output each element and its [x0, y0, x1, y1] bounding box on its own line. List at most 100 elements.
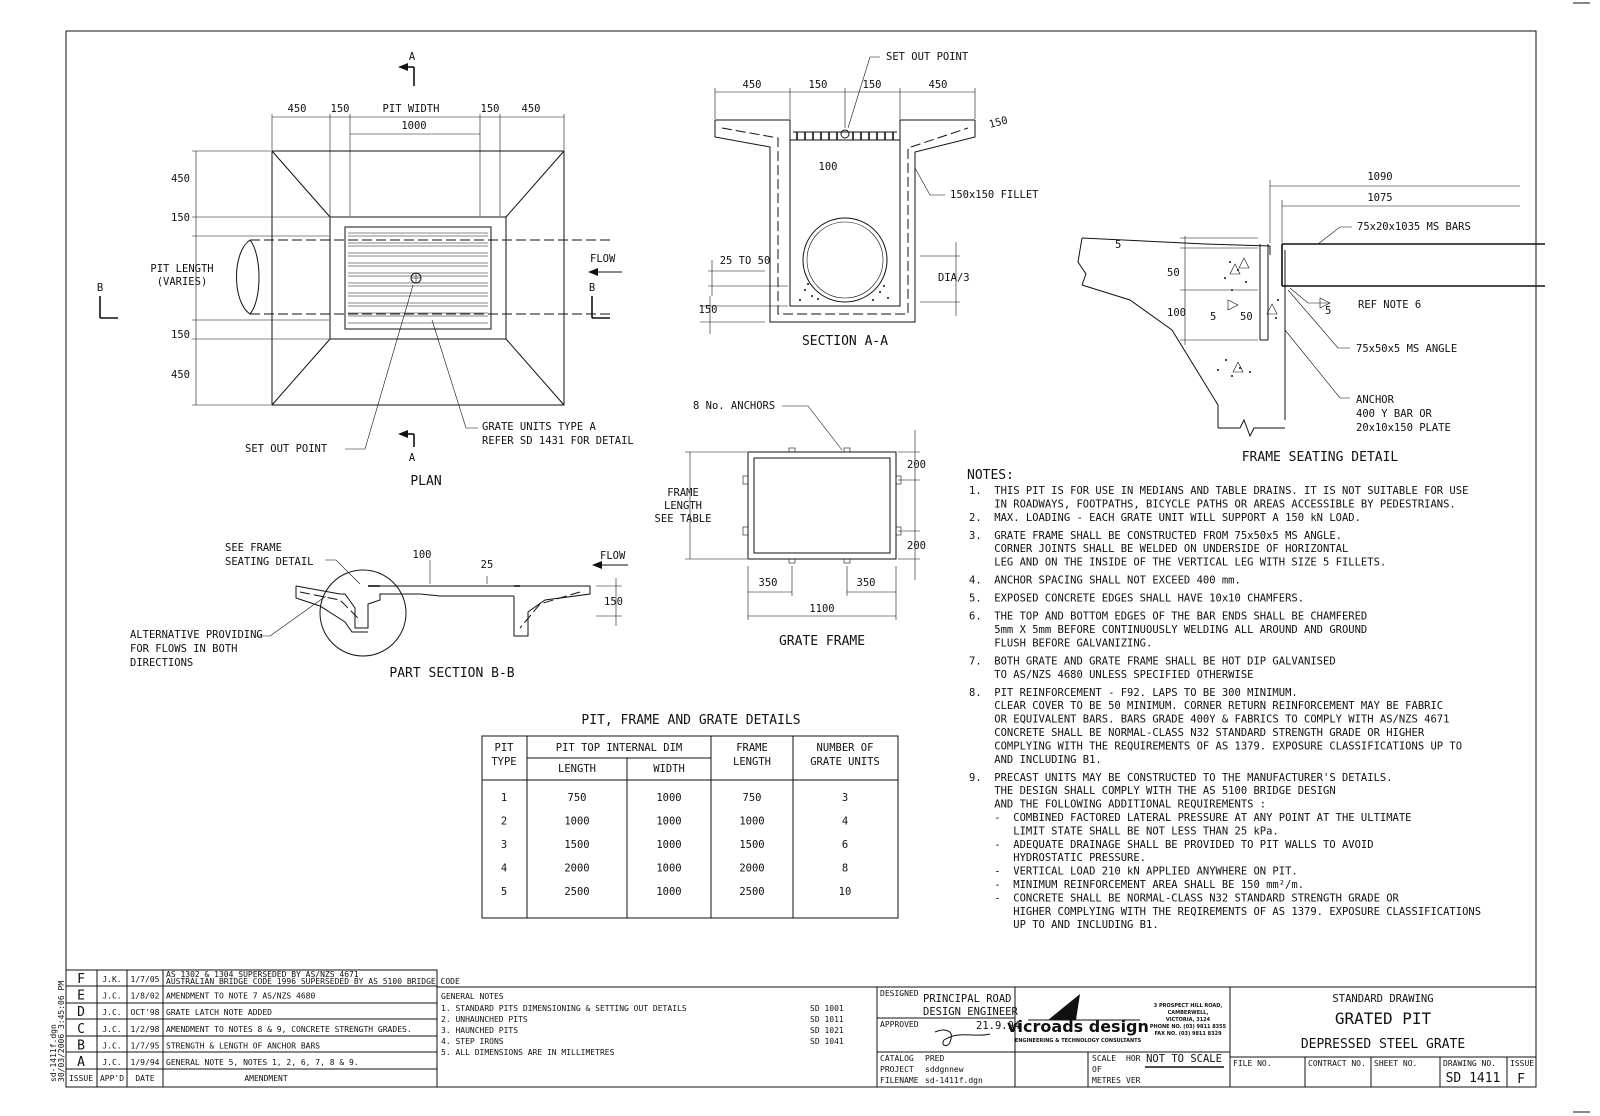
- plan-pit-length: PIT LENGTH: [150, 263, 213, 275]
- table-cell: 1000: [656, 863, 681, 875]
- amend-appd: J.K.: [102, 975, 121, 984]
- table-cell: 2000: [739, 863, 764, 875]
- side-timestamp: 30/03/2006 3:45:06 PM: [57, 981, 66, 1082]
- frame-seating-dim: 5: [1115, 239, 1121, 251]
- notes-heading: NOTES:: [967, 468, 1014, 483]
- tb-not-to-scale: NOT TO SCALE: [1146, 1053, 1222, 1065]
- note-line: TO AS/NZS 4680 UNLESS SPECIFIED OTHERWIS…: [969, 669, 1253, 681]
- amend-header-issue: ISSUE: [69, 1074, 93, 1083]
- amend-appd: J.C.: [102, 1041, 121, 1050]
- table-cell: 2500: [564, 886, 589, 898]
- general-note-ref: SD 1041: [810, 1037, 844, 1046]
- tb-catalog-label: CATALOG: [880, 1054, 914, 1063]
- note-line: UP TO AND INCLUDING B1.: [969, 919, 1159, 931]
- tb-address-line: PHONE NO. (03) 9811 8355: [1150, 1024, 1227, 1030]
- amend-text: STRENGTH & LENGTH OF ANCHOR BARS: [166, 1041, 320, 1050]
- frame-seating-anchor: ANCHOR: [1356, 394, 1395, 406]
- tb-sheet-no: SHEET NO.: [1374, 1059, 1417, 1068]
- amend-appd: J.C.: [102, 1025, 121, 1034]
- table-header-pit: PIT: [495, 742, 515, 754]
- amend-appd: J.C.: [102, 1008, 121, 1017]
- part-section-flow: FLOW: [600, 550, 626, 562]
- plan-outer: [271, 150, 565, 406]
- table-cell: 1500: [739, 839, 764, 851]
- part-section-title: PART SECTION B-B: [389, 666, 514, 681]
- tb-title: GRATED PIT: [1335, 1009, 1432, 1028]
- table-header-dim: PIT TOP INTERNAL DIM: [556, 742, 682, 754]
- note-line: - VERTICAL LOAD 210 kN APPLIED ANYWHERE …: [969, 866, 1298, 878]
- part-section-dim-150: 150: [604, 596, 623, 608]
- note-line: HIGHER COMPLYING WITH THE REQIREMENTS OF…: [969, 906, 1481, 918]
- section-aa-title: SECTION A-A: [802, 334, 888, 349]
- amend-header-date: DATE: [135, 1074, 154, 1083]
- section-aa-dim-150: 150: [699, 304, 718, 316]
- tb-address: 3 PROSPECT HILL ROAD,CAMBERWELL,VICTORIA…: [1150, 1003, 1227, 1037]
- note-line: FLUSH BEFORE GALVANIZING.: [969, 637, 1152, 649]
- amendment-block: [65, 969, 438, 1088]
- tb-address-line: VICTORIA, 3124: [1166, 1017, 1211, 1023]
- tb-scale-metres: METRES: [1092, 1076, 1121, 1085]
- amend-text: AMENDMENT TO NOTES 8 & 9, CONCRETE STREN…: [166, 1025, 412, 1034]
- tb-filename-value: sd-1411f.dgn: [925, 1076, 983, 1085]
- note-line: HYDROSTATIC PRESSURE.: [969, 852, 1146, 864]
- table-header-frame: FRAME: [736, 742, 768, 754]
- plan-dim: 450: [171, 173, 190, 185]
- table-cell: 1000: [656, 792, 681, 804]
- amend-date: 1/8/02: [131, 992, 160, 1001]
- plan-view: [99, 63, 622, 450]
- tb-subtitle: DEPRESSED STEEL GRATE: [1301, 1037, 1465, 1052]
- general-note-ref: SD 1001: [810, 1004, 844, 1013]
- tb-approved-date: 21.9.94: [976, 1020, 1020, 1032]
- note-line: THE DESIGN SHALL COMPLY WITH THE AS 5100…: [969, 785, 1336, 797]
- table-cell: 1000: [656, 839, 681, 851]
- tb-contract-no: CONTRACT NO.: [1308, 1059, 1366, 1068]
- note-line: AND INCLUDING B1.: [969, 754, 1102, 766]
- section-aa-dim-100: 100: [819, 161, 838, 173]
- plan-pit-length-varies: (VARIES): [157, 276, 208, 288]
- amend-issue: C: [77, 1022, 85, 1037]
- section-aa-dim-slope: 150: [988, 114, 1009, 131]
- general-notes-list: 1. STANDARD PITS DIMENSIONING & SETTING …: [441, 1004, 844, 1057]
- tb-address-line: FAX NO. (03) 9811 8329: [1154, 1031, 1222, 1037]
- tb-ver: VER: [1126, 1076, 1141, 1085]
- grate-frame-dim: 200: [907, 459, 926, 471]
- frame-seating-dim: 100: [1167, 307, 1186, 319]
- section-aa-dim: 150: [863, 79, 882, 91]
- note-line: 9. PRECAST UNITS MAY BE CONSTRUCTED TO T…: [969, 772, 1393, 784]
- table-cell: 3: [501, 839, 507, 851]
- plan-dim-pit-width: 1000: [401, 120, 426, 132]
- general-notes-heading: GENERAL NOTES: [441, 992, 504, 1001]
- vicroads-logo-icon: [1048, 994, 1080, 1020]
- note-line: 1. THIS PIT IS FOR USE IN MEDIANS AND TA…: [969, 485, 1468, 497]
- grate-frame-dim: 200: [907, 540, 926, 552]
- note-line: 6. THE TOP AND BOTTOM EDGES OF THE BAR E…: [969, 611, 1367, 623]
- frame-seating-view: [1077, 180, 1545, 438]
- frame-seating-anchor-bar: 400 Y BAR OR: [1356, 408, 1433, 420]
- plan-dim: 450: [288, 103, 307, 115]
- note-line: 8. PIT REINFORCEMENT - F92. LAPS TO BE 3…: [969, 687, 1298, 699]
- notes-list: 1. THIS PIT IS FOR USE IN MEDIANS AND TA…: [969, 485, 1481, 931]
- table-cell: 2500: [739, 886, 764, 898]
- amend-issue: E: [77, 989, 85, 1004]
- section-aa-dim: 150: [809, 79, 828, 91]
- tb-designed-label: DESIGNED: [880, 989, 919, 998]
- part-section-see-frame: SEE FRAME: [225, 542, 282, 554]
- table-header-width: WIDTH: [653, 763, 685, 775]
- tb-approved-label: APPROVED: [880, 1020, 919, 1029]
- table-header-type: TYPE: [491, 756, 516, 768]
- amend-header-appd: APP'D: [100, 1074, 124, 1083]
- amend-date: 1/9/94: [131, 1058, 160, 1067]
- tb-drawing-no: SD 1411: [1446, 1071, 1501, 1086]
- tb-std-drawing: STANDARD DRAWING: [1332, 993, 1433, 1005]
- amend-date: 1/2/98: [131, 1025, 160, 1034]
- details-table: [481, 735, 899, 919]
- general-note-ref: SD 1021: [810, 1026, 844, 1035]
- plan-section-a-top: A: [409, 51, 416, 63]
- amend-header-amendment: AMENDMENT: [244, 1074, 288, 1083]
- note-line: IN ROADWAYS, FOOTPATHS, BICYCLE PATHS OR…: [969, 498, 1456, 510]
- note-line: CLEAR COVER TO BE 50 MINIMUM. CORNER RET…: [969, 700, 1443, 712]
- tb-issue: F: [1517, 1072, 1525, 1087]
- table-header-length: LENGTH: [558, 763, 596, 775]
- tb-file-no: FILE NO.: [1233, 1059, 1272, 1068]
- part-section-alt-3: DIRECTIONS: [130, 657, 193, 669]
